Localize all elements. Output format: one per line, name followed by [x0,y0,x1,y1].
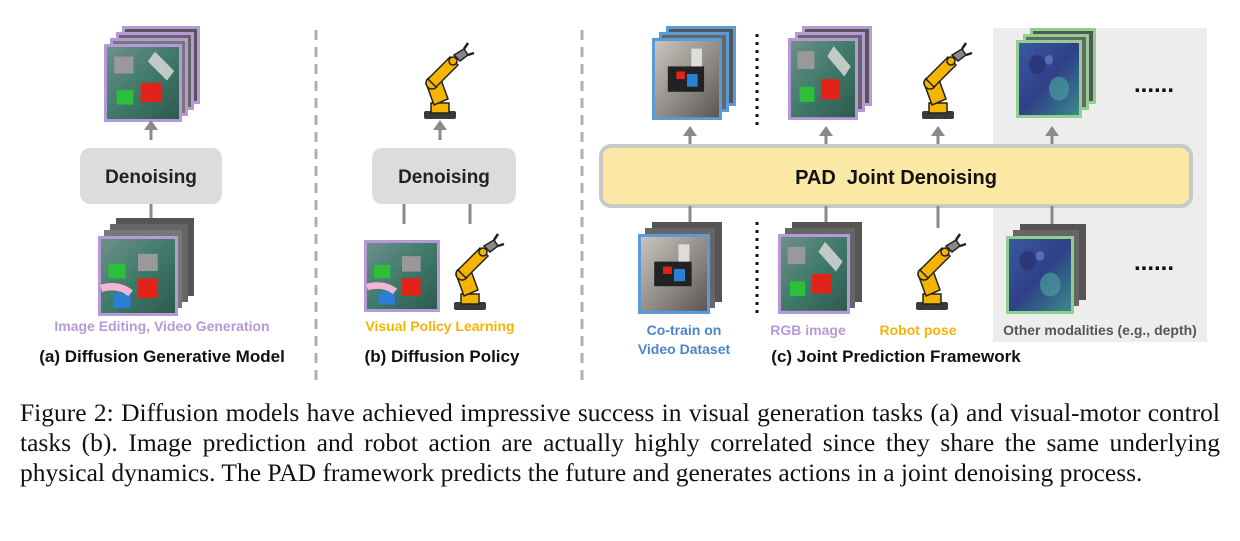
panel-b: Denoising Visual Policy Learning (b) Dif… [364,41,520,366]
figure-caption: Figure 2: Diffusion models have achieved… [20,398,1220,488]
panel-c: ...... PAD Joint Denoising [599,26,1207,366]
joint-denoise-bar [599,144,1193,208]
robot-arm-icon [920,41,974,121]
robot-arm-icon [914,232,968,312]
denoise-label-a: Denoising [105,167,197,188]
arrow-up-icon [931,126,945,146]
panel-caption-c: (c) Joint Prediction Framework [771,347,1021,366]
task-label-b: Visual Policy Learning [365,318,514,334]
arrow-up-icon [433,120,447,140]
frame-stack-output-video [652,26,736,120]
panel-caption-a: (a) Diffusion Generative Model [39,347,285,366]
other-modalities-label: Other modalities (e.g., depth) [1003,322,1197,338]
frame-stack-output-depth [1016,28,1096,118]
arrow-up-icon [144,120,158,140]
panel-caption-b: (b) Diffusion Policy [365,347,520,366]
ellipsis-bottom: ...... [1134,249,1174,276]
arrow-up-icon [819,126,833,146]
cotrain-label-line1: Co-train on [647,322,722,338]
robot-arm-icon [452,232,506,312]
panel-a: Denoising Image Editing, Video Generatio… [39,26,285,366]
frame-stack-input-depth [1006,224,1086,314]
frame-stack-input-video [638,222,722,314]
rgb-label: RGB image [770,322,846,338]
joint-denoise-label: PAD Joint Denoising [795,167,997,189]
cotrain-label-line2: Video Dataset [638,341,731,357]
robot-arm-icon [422,41,476,121]
figure-caption-label: Figure 2: [20,398,114,427]
figure-caption-text: Diffusion models have achieved impressiv… [20,398,1220,487]
robot-pose-label: Robot pose [880,322,957,338]
figure-diagram: Denoising Image Editing, Video Generatio… [39,26,1207,380]
denoise-box-b [372,148,516,204]
ellipsis-top: ...... [1134,71,1174,98]
frame-stack-input-a [98,218,194,316]
arrow-up-icon [683,126,697,146]
input-frame-b [364,240,440,312]
frame-stack-input-rgb [778,222,862,314]
denoise-label-b: Denoising [398,167,490,188]
denoise-box-a [80,148,222,204]
frame-stack-output-rgb [788,26,872,120]
frame-stack-output-a [104,26,200,122]
task-label-a: Image Editing, Video Generation [54,318,269,334]
